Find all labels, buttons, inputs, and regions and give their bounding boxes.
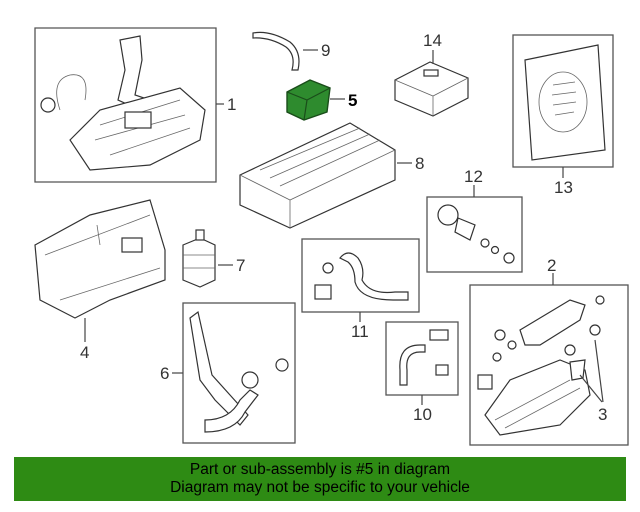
callout-4: 4 <box>80 343 89 362</box>
callout-5: 5 <box>348 91 357 110</box>
part-2-pump-housing-drawing <box>469 284 629 446</box>
part-11-hose-drawing <box>301 238 420 313</box>
banner-line-2: Diagram may not be specific to your vehi… <box>170 479 470 496</box>
callout-10: 10 <box>413 405 432 424</box>
info-banner: Part or sub-assembly is #5 in diagram Di… <box>14 457 626 501</box>
callout-2: 2 <box>547 256 556 275</box>
part-14-module-drawing <box>394 61 469 117</box>
part-8-canister-drawing <box>239 122 396 229</box>
callout-6: 6 <box>160 364 169 383</box>
banner-line-1: Part or sub-assembly is #5 in diagram <box>189 461 451 478</box>
callout-9: 9 <box>321 41 330 60</box>
callout-13: 13 <box>554 178 573 197</box>
part-12-valve-drawing <box>426 196 523 273</box>
callout-7: 7 <box>236 256 245 275</box>
callout-12: 12 <box>464 167 483 186</box>
part-13-label-drawing <box>512 34 614 168</box>
callout-8: 8 <box>415 154 424 173</box>
part-6-hose-drawing <box>182 302 296 444</box>
part-4-shield-drawing <box>34 199 166 319</box>
part-5-highlighted-drawing <box>286 79 331 121</box>
parts-diagram: 1 2 3 4 5 6 7 8 9 10 11 12 13 14 <box>34 27 629 446</box>
callout-11: 11 <box>351 322 369 341</box>
part-9-hose-drawing <box>252 31 300 71</box>
callout-3: 3 <box>598 405 607 424</box>
part-7-filter-drawing <box>182 229 216 288</box>
part-10-line-drawing <box>385 321 459 396</box>
callout-1: 1 <box>227 95 236 114</box>
part-1-fuel-sender-drawing <box>34 27 217 183</box>
callout-14: 14 <box>423 31 442 50</box>
